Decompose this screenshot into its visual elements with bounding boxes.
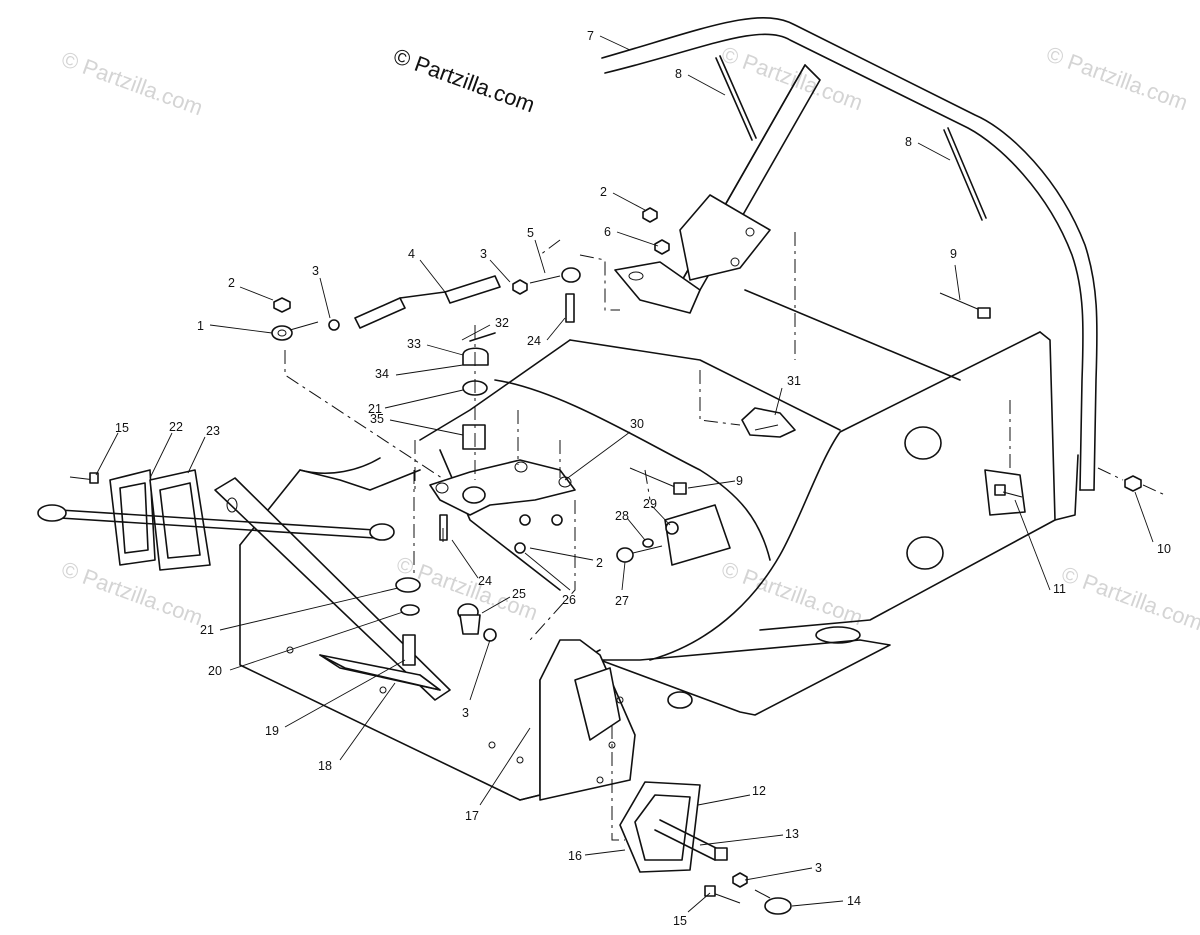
callout-20: 20	[208, 664, 222, 678]
callout-25: 25	[512, 587, 526, 601]
callout-8: 8	[905, 135, 912, 149]
linkage-rod	[354, 275, 501, 329]
callout-11: 11	[1053, 582, 1066, 596]
callout-13: 13	[785, 827, 799, 841]
centerlines	[284, 232, 1011, 841]
callout-18: 18	[318, 759, 332, 773]
callout-15: 15	[115, 421, 129, 435]
callout-30: 30	[630, 417, 644, 431]
callouts: 7 8 8 2 6 9 5 3 4 3 2 1 32 33 34 21 35 2…	[95, 29, 1171, 928]
callout-23: 23	[206, 424, 220, 438]
callout-28: 28	[615, 509, 629, 523]
callout-4: 4	[408, 247, 415, 261]
callout-6: 6	[604, 225, 611, 239]
callout-17: 17	[465, 809, 479, 823]
watermark: © Partzilla.com	[1058, 561, 1200, 635]
watermark: © Partzilla.com	[1043, 41, 1191, 115]
callout-3: 3	[815, 861, 822, 875]
copyright-text: © Partzilla.com	[390, 43, 538, 117]
callout-34: 34	[375, 367, 389, 381]
frame	[214, 289, 1079, 801]
watermark: © Partzilla.com	[718, 556, 866, 630]
callout-19: 19	[265, 724, 279, 738]
callout-32: 32	[495, 316, 509, 330]
callout-2: 2	[596, 556, 603, 570]
callout-27: 27	[615, 594, 629, 608]
callout-24: 24	[527, 334, 541, 348]
callout-7: 7	[587, 29, 594, 43]
callout-8: 8	[675, 67, 682, 81]
callout-1: 1	[197, 319, 204, 333]
right-grommets	[619, 781, 792, 915]
callout-35: 35	[370, 412, 384, 426]
callout-31: 31	[787, 374, 801, 388]
callout-33: 33	[407, 337, 421, 351]
hardware	[271, 207, 1166, 666]
callout-26: 26	[562, 593, 576, 607]
roll-bar	[601, 17, 1098, 491]
callout-12: 12	[752, 784, 766, 798]
callout-16: 16	[568, 849, 582, 863]
callout-14: 14	[847, 894, 861, 908]
callout-22: 22	[169, 420, 183, 434]
callout-10: 10	[1157, 542, 1171, 556]
callout-3: 3	[462, 706, 469, 720]
callout-5: 5	[527, 226, 534, 240]
callout-29: 29	[643, 497, 657, 511]
callout-2: 2	[600, 185, 607, 199]
callout-9: 9	[736, 474, 743, 488]
callout-21: 21	[200, 623, 214, 637]
bolt-8	[715, 55, 987, 221]
watermark: © Partzilla.com	[58, 46, 206, 120]
callout-24: 24	[478, 574, 492, 588]
callout-9: 9	[950, 247, 957, 261]
steering-brace	[614, 64, 821, 314]
callout-21: 21	[368, 402, 382, 416]
callout-3: 3	[480, 247, 487, 261]
callout-2: 2	[228, 276, 235, 290]
callout-15: 15	[673, 914, 687, 928]
callout-3: 3	[312, 264, 319, 278]
left-grommets	[37, 469, 395, 571]
